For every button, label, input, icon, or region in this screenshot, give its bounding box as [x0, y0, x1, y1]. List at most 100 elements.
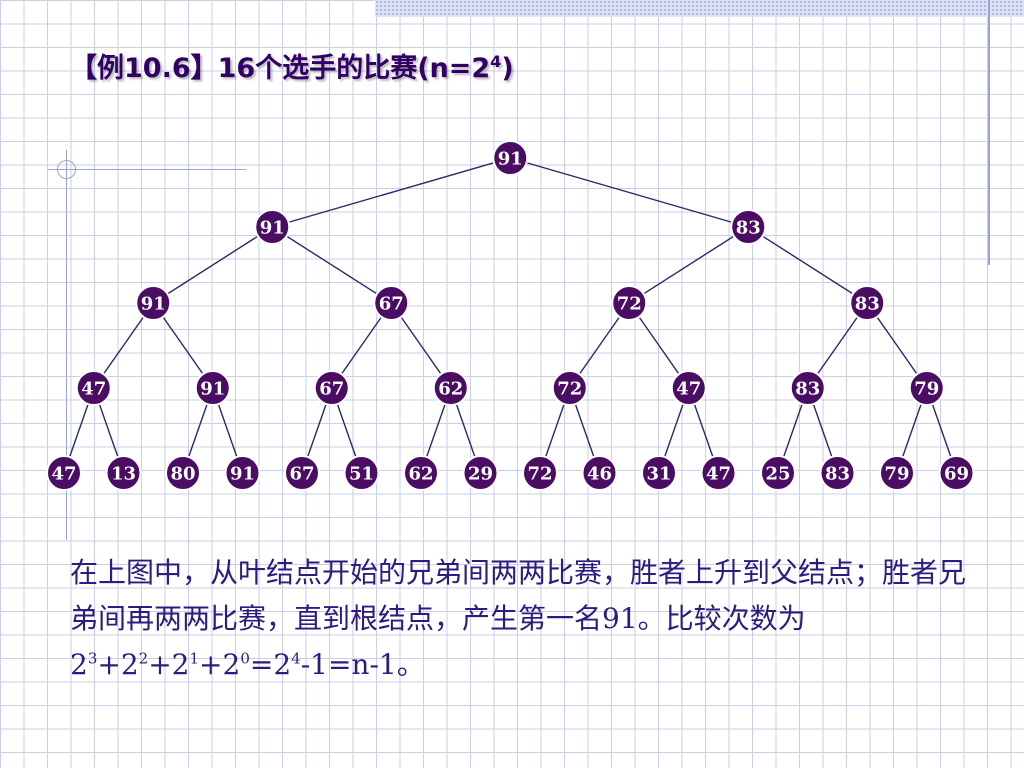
node-value: 80 [170, 464, 195, 485]
tree-node: 47 [670, 370, 707, 406]
node-circle [522, 455, 558, 491]
node-value: 91 [141, 294, 166, 315]
title-close-paren: ) [501, 53, 514, 84]
node-circle [105, 455, 142, 491]
node-value: 72 [557, 379, 582, 400]
node-circle [760, 455, 796, 491]
node-circle [551, 370, 588, 406]
node-circle [908, 370, 945, 406]
node-circle [135, 285, 172, 321]
formula-tail: -1=n-1。 [300, 648, 425, 681]
tree-leaf-node: 29 [462, 455, 499, 491]
decorative-margin-line [66, 150, 67, 540]
node-value: 47 [706, 464, 731, 485]
tree-leaf-node: 13 [105, 455, 142, 491]
tree-node: 91 [254, 209, 291, 245]
node-circle [730, 209, 767, 245]
node-circle [938, 455, 975, 491]
node-circle [46, 455, 82, 491]
node-circle [789, 370, 826, 406]
decorative-horizontal-line [48, 169, 246, 170]
tree-leaf-node: 69 [938, 455, 975, 491]
tree-leaf-node: 51 [343, 455, 380, 491]
node-value: 83 [736, 218, 761, 239]
node-value: 67 [319, 379, 344, 400]
tree-node: 83 [730, 209, 767, 245]
tree-leaf-node: 31 [641, 455, 677, 491]
node-value: 47 [51, 464, 76, 485]
node-value: 79 [914, 379, 939, 400]
explanation-text: 在上图中，从叶结点开始的兄弟间两两比赛，胜者上升到父结点；胜者兄弟间再两两比赛，… [70, 550, 970, 688]
node-circle [641, 455, 677, 491]
title-text: 【例10.6】16个选手的比赛(n=2 [70, 53, 491, 84]
node-circle [75, 370, 112, 406]
node-value: 67 [379, 294, 404, 315]
tree-leaf-node: 62 [403, 455, 439, 491]
node-value: 67 [289, 464, 314, 485]
tree-node: 83 [849, 285, 886, 321]
node-value: 91 [200, 379, 225, 400]
node-value: 62 [408, 464, 433, 485]
tree-node: 62 [432, 370, 469, 406]
tree-leaf-node: 67 [284, 455, 320, 491]
tree-node: 72 [551, 370, 588, 406]
tree-leaf-node: 72 [522, 455, 558, 491]
tree-leaf-node: 83 [819, 455, 856, 491]
tree-leaf-node: 47 [700, 455, 737, 491]
tree-edge [272, 157, 511, 228]
node-circle [224, 455, 261, 491]
node-circle [849, 285, 886, 321]
node-circle [343, 455, 380, 491]
node-value: 47 [676, 379, 701, 400]
node-circle [462, 455, 499, 491]
tree-node: 91 [492, 140, 529, 176]
node-circle [432, 370, 469, 406]
node-value: 91 [260, 218, 285, 239]
tree-node: 83 [789, 370, 826, 406]
exponent-3: 3 [87, 649, 98, 668]
node-value: 72 [527, 464, 552, 485]
decorative-vertical-line [988, 0, 990, 265]
slide-title: 【例10.6】16个选手的比赛(n=24) [70, 46, 514, 85]
tree-leaf-node: 47 [46, 455, 82, 491]
tree-leaf-node: 91 [224, 455, 261, 491]
node-value: 47 [81, 379, 106, 400]
node-circle [819, 455, 856, 491]
node-value: 51 [349, 464, 374, 485]
node-value: 83 [825, 464, 850, 485]
tree-node: 91 [194, 370, 231, 406]
node-circle [670, 370, 707, 406]
node-value: 69 [944, 464, 969, 485]
tree-edge [271, 226, 392, 304]
tree-node: 67 [313, 370, 350, 406]
tree-leaf-node: 80 [165, 455, 201, 491]
node-value: 29 [468, 464, 493, 485]
node-value: 83 [855, 294, 880, 315]
explanation-main: 在上图中，从叶结点开始的兄弟间两两比赛，胜者上升到父结点；胜者兄弟间再两两比赛，… [70, 556, 967, 681]
node-circle [879, 455, 915, 491]
node-value: 79 [884, 464, 909, 485]
node-circle [254, 209, 291, 245]
tree-edge [152, 226, 273, 304]
plus-term-1: +2 [97, 648, 139, 681]
node-circle [373, 285, 410, 321]
node-circle [581, 455, 618, 491]
plus-term-3: +2 [199, 648, 241, 681]
node-value: 83 [795, 379, 820, 400]
tree-edge [510, 157, 749, 228]
tree-node: 67 [373, 285, 410, 321]
node-value: 46 [587, 464, 612, 485]
tree-node: 91 [135, 285, 172, 321]
node-circle [194, 370, 231, 406]
node-value: 91 [498, 149, 523, 170]
tree-leaf-node: 46 [581, 455, 618, 491]
tree-edge [747, 226, 868, 304]
exponent-0: 0 [240, 649, 250, 668]
tree-edge [628, 226, 749, 304]
node-circle [284, 455, 320, 491]
decorative-circle-icon [57, 160, 76, 179]
exponent-2: 2 [138, 649, 149, 668]
node-value: 13 [111, 464, 136, 485]
node-circle [403, 455, 439, 491]
